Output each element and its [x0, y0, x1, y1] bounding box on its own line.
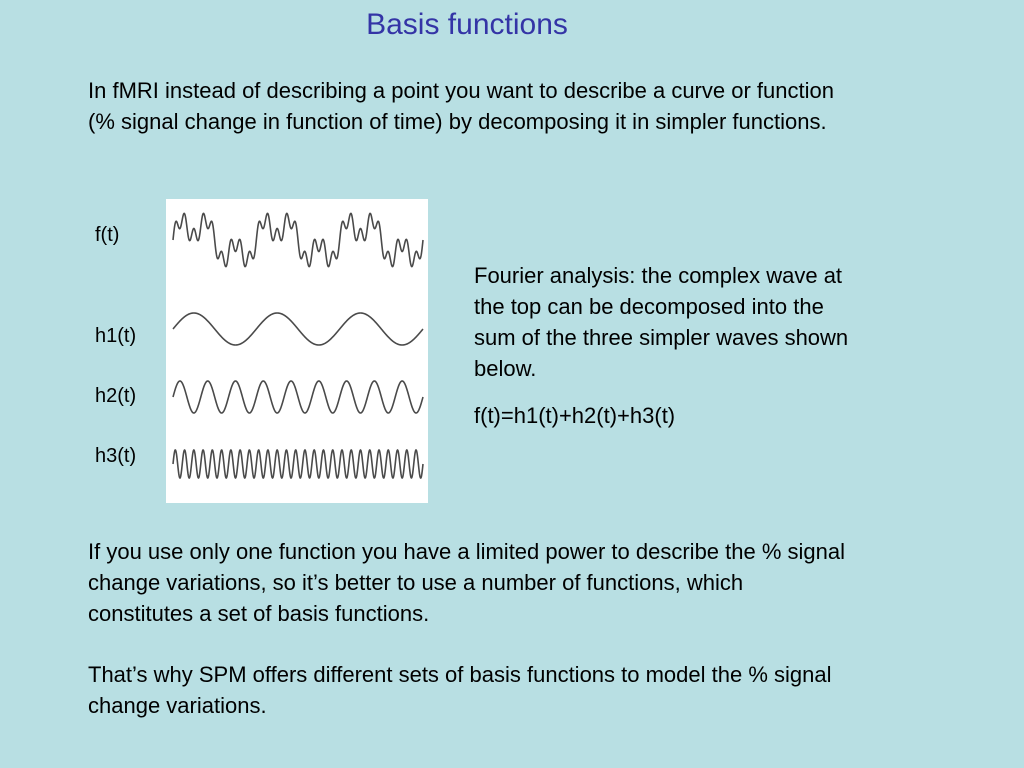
wave-f-of-t: [172, 212, 424, 268]
intro-paragraph: In fMRI instead of describing a point yo…: [88, 75, 988, 137]
wave-figure-svg: [172, 212, 424, 480]
wave-h2-of-t: [172, 380, 424, 414]
wave-figure: [166, 199, 428, 503]
label-h3-of-t: h3(t): [95, 445, 137, 467]
basis-power-line-1: If you use only one function you have a …: [88, 539, 846, 564]
slide-title: Basis functions: [366, 8, 568, 41]
label-h2-of-t: h2(t): [95, 385, 137, 407]
fourier-equation: f(t)=h1(t)+h2(t)+h3(t): [474, 403, 676, 428]
fourier-paragraph: Fourier analysis: the complex wave at th…: [474, 260, 924, 384]
basis-power-line-2: change variations, so it’s better to use…: [88, 570, 744, 595]
intro-line-1: In fMRI instead of describing a point yo…: [88, 78, 834, 103]
basis-power-paragraph: If you use only one function you have a …: [88, 536, 998, 629]
spm-paragraph: That’s why SPM offers different sets of …: [88, 659, 998, 721]
wave-h1-of-t: [172, 312, 424, 346]
fourier-line-3: sum of the three simpler waves shown: [474, 325, 849, 350]
wave-h3-of-t: [172, 448, 424, 480]
fourier-line-2: the top can be decomposed into the: [474, 294, 824, 319]
fourier-line-4: below.: [474, 356, 537, 381]
fourier-line-1: Fourier analysis: the complex wave at: [474, 263, 843, 288]
label-f-of-t: f(t): [95, 224, 120, 246]
spm-line-1: That’s why SPM offers different sets of …: [88, 662, 832, 687]
spm-line-2: change variations.: [88, 693, 267, 718]
label-h1-of-t: h1(t): [95, 325, 137, 347]
intro-line-2: (% signal change in function of time) by…: [88, 109, 827, 134]
basis-power-line-3: constitutes a set of basis functions.: [88, 601, 430, 626]
